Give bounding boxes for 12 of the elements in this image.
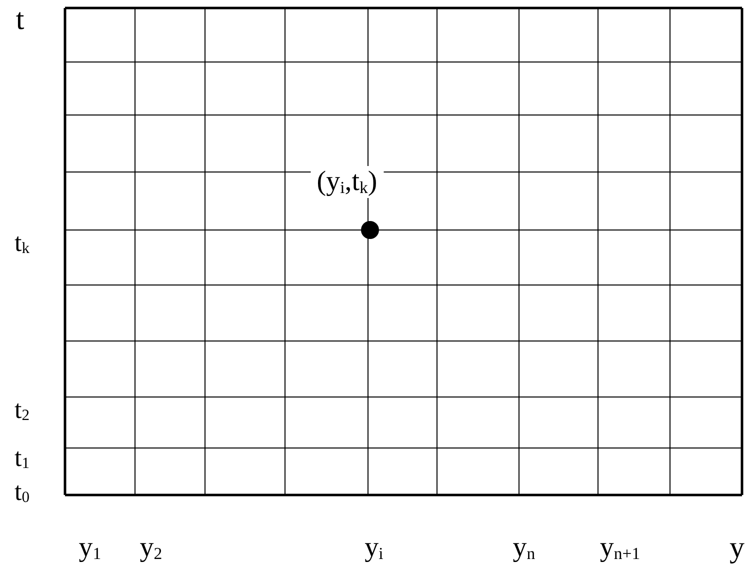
tick-label: t$_{1}$: [14, 445, 30, 471]
tick-label: y$_{2}$: [140, 534, 162, 562]
tick-label: t$_{0}$: [14, 479, 30, 505]
axis-label: y: [730, 533, 744, 563]
tick-label: y$_{n+1}$: [600, 534, 640, 562]
point-label: (y$_{i}$,t$_{k}$): [310, 166, 384, 198]
tick-label: y$_{n}$: [512, 534, 536, 562]
tick-label: y$_{i}$: [364, 534, 384, 562]
axis-label: t: [16, 5, 24, 35]
tick-label: t$_{k}$: [14, 230, 30, 256]
tick-label: y$_{1}$: [78, 534, 102, 562]
tick-label: t$_{2}$: [14, 397, 30, 423]
